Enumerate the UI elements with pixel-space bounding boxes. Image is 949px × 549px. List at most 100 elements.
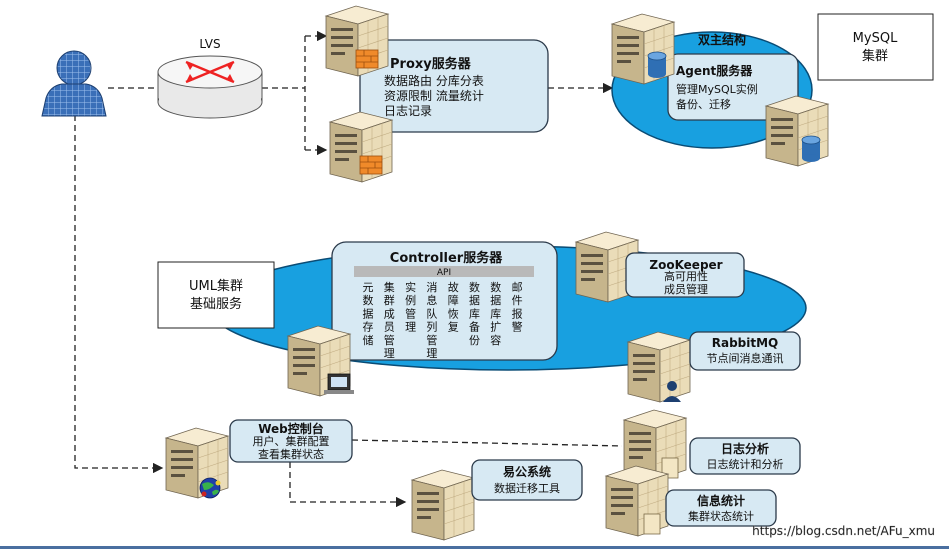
watermark-text: https://blog.csdn.net/AFu_xmu bbox=[752, 524, 935, 538]
controller-function-char: 故 bbox=[448, 280, 459, 294]
controller-function-char: 实 bbox=[405, 280, 416, 294]
uml-label-line2: 基础服务 bbox=[190, 296, 242, 312]
mysql-cluster-label-line1: MySQL bbox=[853, 31, 898, 46]
controller-function-char: 元 bbox=[363, 281, 374, 294]
controller-function-char: 库 bbox=[490, 307, 501, 320]
api-label: API bbox=[437, 268, 451, 278]
user-icon bbox=[41, 50, 107, 117]
controller-function-char: 理 bbox=[405, 321, 416, 334]
controller-function-char: 据 bbox=[363, 306, 374, 320]
arrow-user-web bbox=[74, 115, 164, 474]
controller-function-char: 息 bbox=[426, 293, 437, 307]
proxy-panel bbox=[359, 39, 549, 133]
rabbitmq-panel bbox=[689, 331, 801, 371]
proxy-line-1: 数据路由 分库分表 bbox=[384, 73, 484, 88]
controller-function-char: 数 bbox=[469, 281, 480, 294]
zookeeper-line-1: 高可用性 bbox=[664, 269, 708, 283]
controller-server bbox=[287, 325, 354, 397]
agent-title: Agent服务器 bbox=[676, 63, 753, 78]
proxy-title: Proxy服务器 bbox=[390, 56, 472, 72]
web-console-line-1: 用户、集群配置 bbox=[253, 434, 330, 448]
yigong-title: 易公系统 bbox=[503, 464, 551, 479]
yigong-server bbox=[411, 469, 475, 541]
database-icon bbox=[647, 51, 667, 79]
document-icon bbox=[643, 513, 661, 535]
globe-icon bbox=[199, 477, 221, 499]
controller-function-char: 列 bbox=[426, 320, 437, 334]
controller-function-char: 备 bbox=[469, 320, 480, 334]
controller-function-char: 数 bbox=[363, 294, 374, 307]
info-stats-server bbox=[605, 465, 669, 537]
controller-function-char: 存 bbox=[363, 320, 374, 334]
uml-label-box bbox=[157, 261, 275, 329]
web-console-panel bbox=[229, 419, 353, 463]
mysql-server-secondary bbox=[765, 95, 829, 167]
controller-function-char: 份 bbox=[469, 334, 480, 347]
uml-label-line1: UML集群 bbox=[189, 278, 243, 294]
log-analysis-panel bbox=[689, 437, 801, 475]
rabbitmq-line-1: 节点间消息通讯 bbox=[707, 351, 784, 365]
connectors bbox=[74, 30, 623, 508]
controller-function-char: 容 bbox=[490, 333, 501, 347]
controller-function-char: 邮 bbox=[512, 281, 523, 294]
controller-function-char: 件 bbox=[512, 294, 523, 307]
database-icon bbox=[801, 135, 821, 163]
controller-function-char: 据 bbox=[490, 293, 501, 307]
controller-function-char: 报 bbox=[512, 306, 523, 320]
log-analysis-server bbox=[623, 409, 687, 481]
mysql-cluster-label-box bbox=[817, 13, 934, 81]
web-console-server bbox=[165, 427, 229, 499]
controller-function-char: 队 bbox=[426, 306, 437, 320]
firewall-icon bbox=[359, 155, 383, 175]
zookeeper-line-2: 成员管理 bbox=[664, 282, 708, 296]
controller-function-char: 数 bbox=[490, 281, 501, 294]
controller-function-char: 障 bbox=[448, 293, 459, 307]
controller-function-char: 管 bbox=[405, 306, 416, 320]
controller-function-char: 员 bbox=[384, 321, 395, 334]
dual-master-label: 双主结构 bbox=[698, 32, 746, 47]
controller-function-char: 储 bbox=[363, 333, 374, 347]
document-icon bbox=[661, 457, 679, 479]
firewall-icon bbox=[355, 49, 379, 69]
controller-function-char: 群 bbox=[384, 293, 395, 307]
proxy-server-bottom bbox=[329, 111, 393, 183]
info-stats-title: 信息统计 bbox=[697, 493, 745, 508]
connector-web-log bbox=[351, 439, 623, 447]
controller-function-char: 恢 bbox=[448, 307, 459, 320]
controller-function-char: 管 bbox=[384, 333, 395, 347]
monitor-icon bbox=[324, 373, 354, 394]
yigong-panel bbox=[471, 459, 583, 501]
controller-function-char: 例 bbox=[405, 293, 416, 307]
controller-function-char: 管 bbox=[426, 333, 437, 347]
proxy-server-top bbox=[325, 5, 389, 77]
user-group-icon bbox=[663, 381, 681, 402]
agent-panel bbox=[667, 53, 799, 121]
controller-function-char: 消 bbox=[426, 280, 437, 294]
controller-function-char: 成 bbox=[384, 307, 395, 320]
arrow-web-yigong bbox=[289, 462, 407, 508]
log-analysis-line-1: 日志统计和分析 bbox=[707, 457, 784, 471]
web-console-line-2: 查看集群状态 bbox=[258, 447, 324, 461]
controller-title: Controller服务器 bbox=[390, 250, 503, 266]
log-analysis-title: 日志分析 bbox=[721, 441, 769, 456]
info-stats-line-1: 集群状态统计 bbox=[688, 509, 754, 523]
lvs-label: LVS bbox=[199, 37, 220, 51]
controller-function-char: 库 bbox=[469, 307, 480, 320]
controller-function-char: 警 bbox=[512, 320, 523, 334]
yigong-line-1: 数据迁移工具 bbox=[494, 481, 560, 495]
controller-function-char: 复 bbox=[448, 320, 459, 334]
api-bar bbox=[354, 266, 534, 277]
controller-function-char: 集 bbox=[384, 280, 395, 294]
rabbitmq-title: RabbitMQ bbox=[712, 336, 779, 350]
proxy-line-3: 日志记录 bbox=[384, 104, 432, 118]
agent-line-2: 备份、迁移 bbox=[676, 97, 731, 111]
controller-function-char: 理 bbox=[384, 347, 395, 360]
controller-function-char: 据 bbox=[469, 293, 480, 307]
web-console-title: Web控制台 bbox=[258, 421, 324, 436]
controller-function-char: 扩 bbox=[490, 320, 501, 334]
zookeeper-panel bbox=[625, 252, 745, 298]
mysql-server-primary bbox=[611, 13, 675, 85]
agent-line-1: 管理MySQL实例 bbox=[676, 82, 758, 96]
